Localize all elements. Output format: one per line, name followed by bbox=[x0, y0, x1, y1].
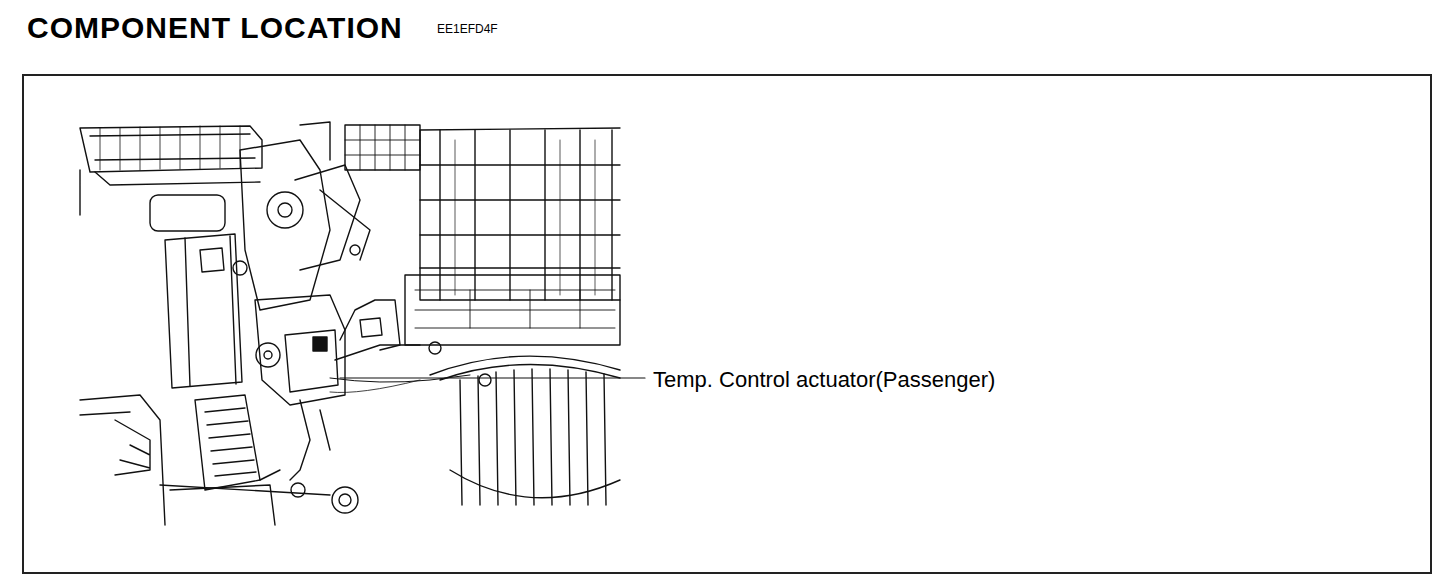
figure-frame: Temp. Control actuator(Passenger) bbox=[22, 74, 1432, 574]
part-label: Temp. Control actuator(Passenger) bbox=[651, 367, 997, 393]
page-title: COMPONENT LOCATION bbox=[27, 11, 403, 45]
section-code: EE1EFD4F bbox=[437, 22, 498, 36]
